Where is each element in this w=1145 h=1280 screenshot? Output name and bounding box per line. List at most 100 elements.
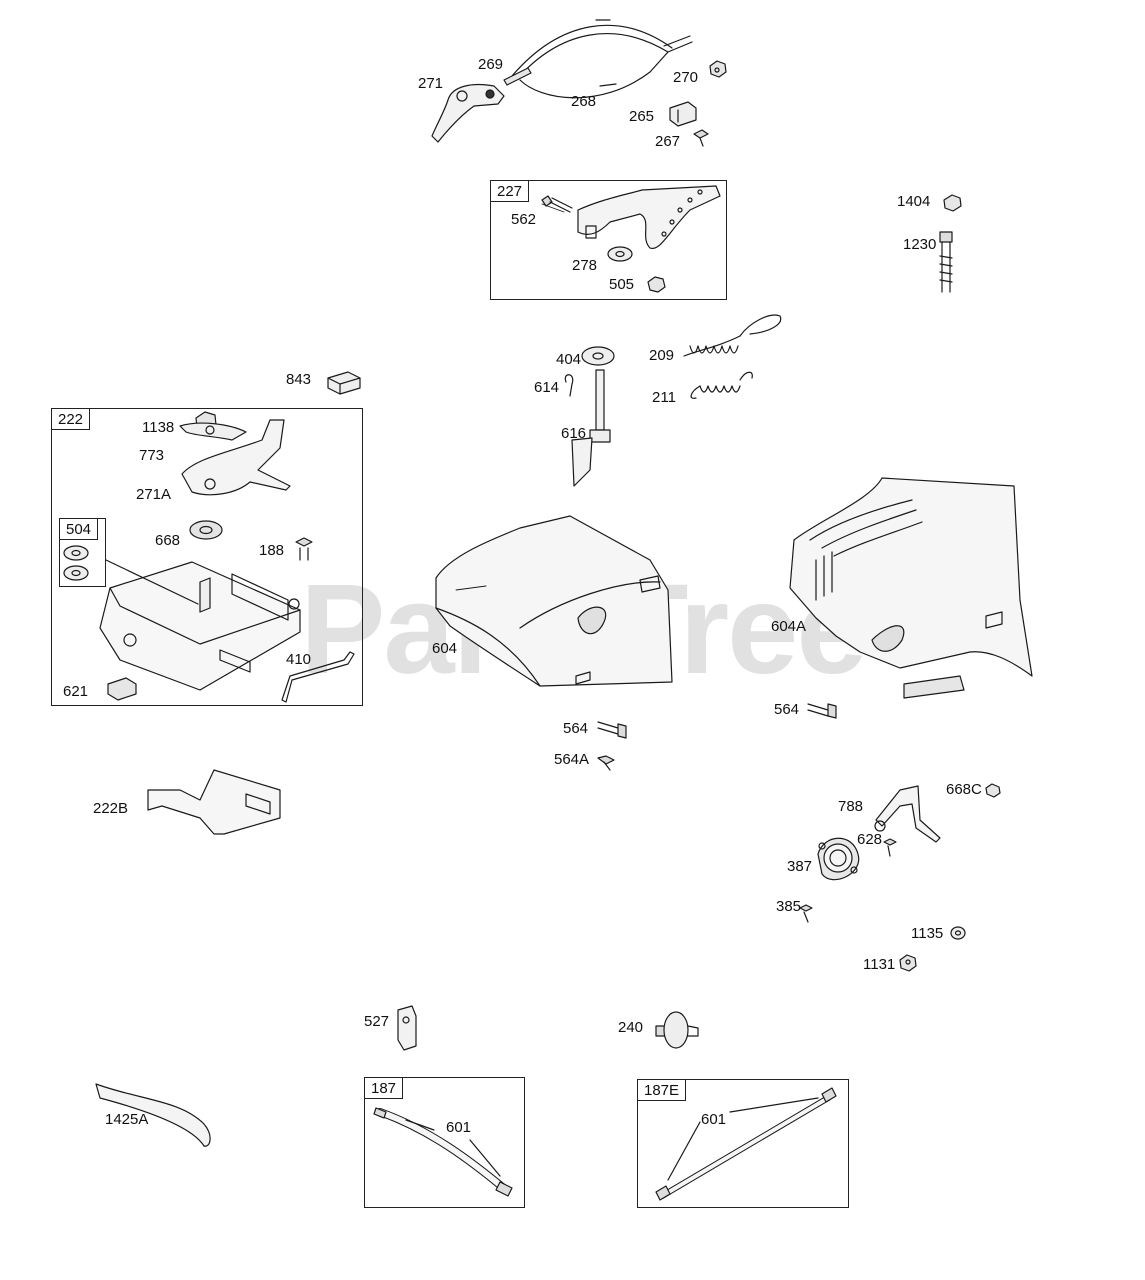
label-part-211: 211 (652, 389, 676, 406)
label-part-271: 271 (418, 75, 444, 92)
bolt-562 (541, 195, 573, 213)
washer-set-504 (63, 545, 89, 581)
bolt-564-right (807, 703, 837, 719)
breather-240 (655, 1011, 699, 1049)
nut-668c (985, 783, 1001, 798)
label-part-278: 278 (572, 257, 598, 274)
label-part-562: 562 (511, 211, 537, 228)
bolt-564a (597, 755, 615, 771)
label-part-1135: 1135 (911, 925, 944, 942)
label-part-1425a: 1425A (105, 1111, 149, 1128)
governor-lever-227 (577, 185, 721, 249)
spring-211 (690, 371, 753, 399)
label-part-240: 240 (618, 1019, 644, 1036)
leader-504 (105, 559, 199, 605)
label-part-601-187: 601 (446, 1119, 472, 1136)
label-part-1131: 1131 (863, 956, 896, 973)
label-part-604a: 604A (771, 618, 807, 635)
label-part-385: 385 (776, 898, 802, 915)
label-part-268: 268 (571, 93, 597, 110)
label-part-222b: 222B (93, 800, 129, 817)
label-part-616: 616 (561, 425, 587, 442)
label-part-601-187e: 601 (701, 1111, 727, 1128)
pump-387 (817, 837, 860, 881)
group-tag-187: 187 (364, 1077, 404, 1099)
bolt-564-mid (597, 721, 627, 739)
shroud-604a (789, 477, 1033, 699)
label-part-527: 527 (364, 1013, 390, 1030)
label-part-209: 209 (649, 347, 675, 364)
clip-527 (397, 1005, 417, 1051)
washer-668 (189, 520, 223, 540)
washer-278 (607, 246, 633, 262)
screw-267 (693, 129, 709, 147)
nut-1404 (943, 194, 962, 212)
label-part-410: 410 (286, 651, 312, 668)
label-part-188: 188 (259, 542, 285, 559)
nut-505 (647, 276, 666, 293)
fuel-line-187 (373, 1107, 513, 1197)
label-part-788: 788 (838, 798, 864, 815)
group-tag-504: 504 (59, 518, 99, 540)
group-box-187: 187 (364, 1077, 525, 1208)
ferrule-269 (503, 67, 532, 86)
label-part-564a: 564A (554, 751, 590, 768)
screw-628 (883, 838, 897, 857)
bracket-plate (99, 561, 301, 691)
label-part-271a: 271A (136, 486, 172, 503)
label-part-614: 614 (534, 379, 560, 396)
label-part-843: 843 (286, 371, 312, 388)
label-part-668: 668 (155, 532, 181, 549)
label-part-505: 505 (609, 276, 635, 293)
link-410 (281, 651, 355, 703)
label-part-387: 387 (787, 858, 813, 875)
label-part-267: 267 (655, 133, 681, 150)
group-tag-187e: 187E (637, 1079, 687, 1101)
label-part-621: 621 (63, 683, 89, 700)
clip-621 (107, 677, 137, 701)
label-part-1404: 1404 (897, 193, 931, 210)
leader-lines (455, 203, 565, 591)
nut-270 (709, 60, 727, 78)
pin-614 (564, 374, 574, 397)
screw-188 (295, 537, 313, 561)
lever-271 (431, 83, 505, 143)
clip-265 (669, 101, 697, 127)
label-part-404: 404 (556, 351, 582, 368)
group-box-222: 222 (51, 408, 363, 706)
label-part-564-mid: 564 (563, 720, 589, 737)
bracket-788 (874, 785, 941, 843)
group-tag-227: 227 (490, 180, 530, 202)
washer-404 (581, 346, 615, 366)
shaft-616 (571, 369, 611, 487)
cable-268 (511, 19, 693, 99)
label-part-270: 270 (673, 69, 699, 86)
nut-1131 (899, 954, 917, 972)
bushing-843 (327, 371, 361, 395)
group-tag-222: 222 (51, 408, 91, 430)
control-plate-271a (181, 419, 291, 496)
washer-1135 (950, 926, 966, 940)
group-box-504: 504 (59, 518, 106, 587)
label-part-265: 265 (629, 108, 655, 125)
group-box-187e: 187E (637, 1079, 849, 1208)
bracket-222b (147, 769, 281, 835)
label-part-773: 773 (139, 447, 165, 464)
label-part-1230: 1230 (903, 236, 937, 253)
label-part-604: 604 (432, 640, 458, 657)
label-part-564-right: 564 (774, 701, 800, 718)
spring-209 (683, 314, 782, 357)
group-box-227: 227 (490, 180, 727, 300)
fuel-line-187e (655, 1087, 837, 1201)
label-part-1138: 1138 (142, 419, 175, 436)
shroud-604 (435, 515, 673, 687)
label-part-668c: 668C (946, 781, 982, 798)
label-part-628: 628 (857, 831, 883, 848)
hose-1425a (95, 1083, 211, 1147)
plate-773 (179, 422, 247, 441)
stud-1230 (939, 231, 953, 293)
label-part-269: 269 (478, 56, 504, 73)
screw-385 (799, 904, 813, 923)
